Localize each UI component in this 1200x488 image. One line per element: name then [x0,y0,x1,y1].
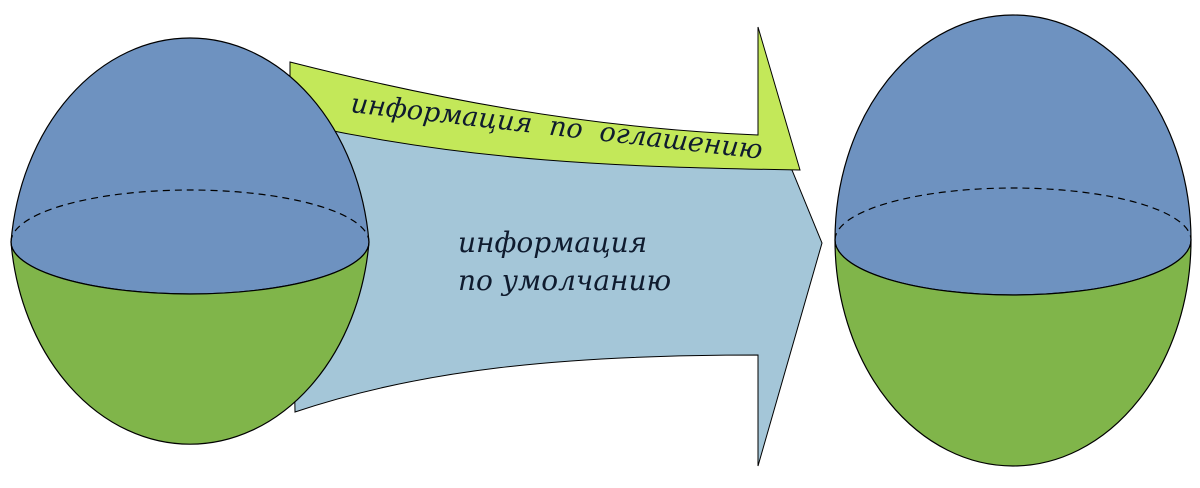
source-sphere [10,37,370,445]
default-information-label-line1: информация [458,226,647,259]
source-sphere-bottom-hemisphere [10,241,370,445]
target-sphere-equator-back [834,187,1192,241]
source-sphere-equator-back [10,189,370,243]
target-sphere-bottom-hemisphere [834,239,1192,467]
default-information-label-line2: по умолчанию [458,264,671,297]
target-sphere [834,14,1192,467]
agreement-information-arrow [289,26,801,171]
target-sphere-top-hemisphere [834,14,1192,296]
